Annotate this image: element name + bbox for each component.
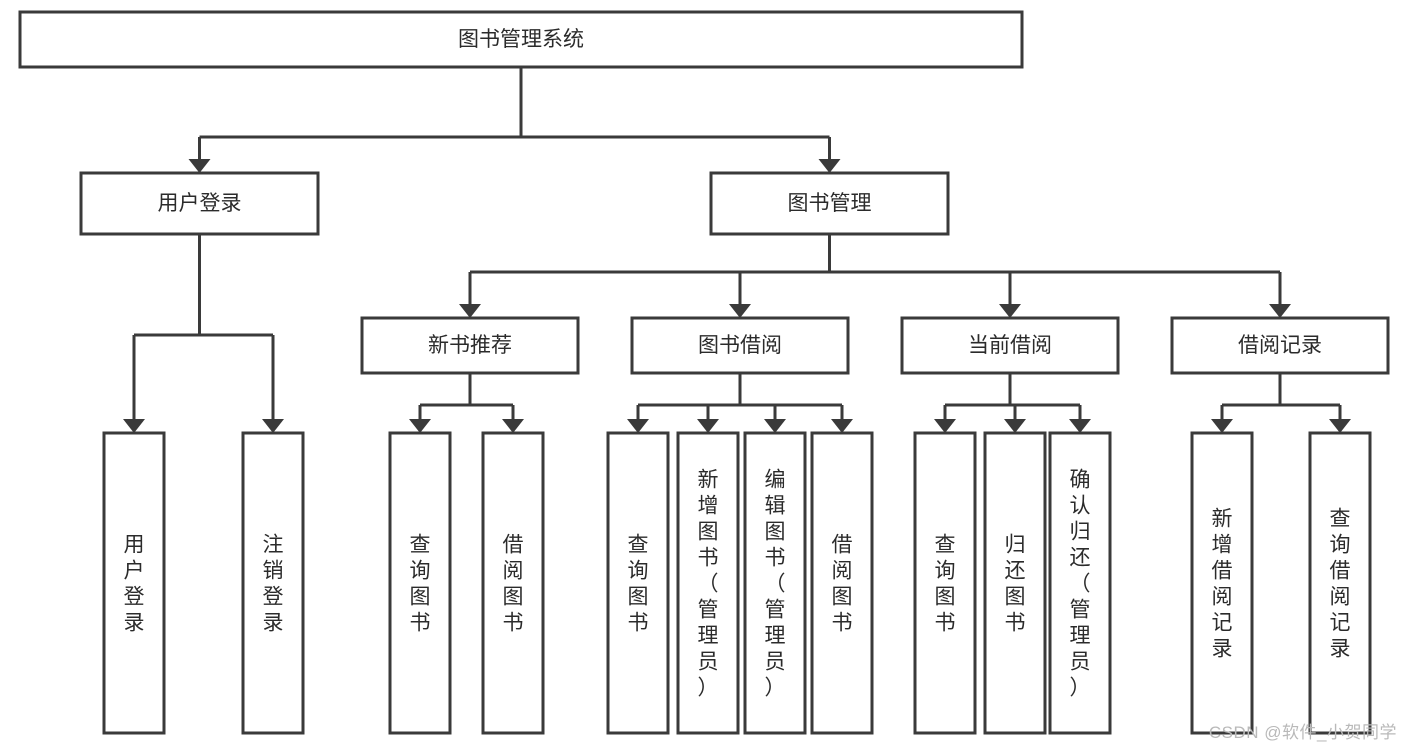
node-layer: 图书管理系统用户登录图书管理新书推荐图书借阅当前借阅借阅记录用户登录注销登录查询… [18,10,1390,735]
edge-arrow-icon [1004,419,1026,433]
edge-from-new-book-recommend [409,373,524,433]
node-label-book-borrow: 图书借阅 [698,334,782,357]
node-box-root[interactable] [18,10,1024,69]
node-box-leaf-edit-book[interactable] [743,431,807,735]
node-box-leaf-confirm-return[interactable] [1048,431,1112,735]
node-label-leaf-borrow-book-1: 借阅图书 [503,533,524,634]
node-new-book-recommend[interactable]: 新书推荐 [360,316,580,375]
edge-from-book-manage [459,234,1291,318]
node-box-book-manage[interactable] [709,171,950,236]
node-label-leaf-return-book: 归还图书 [1005,533,1026,634]
node-label-leaf-add-book: 新增图书（管理员） [698,468,719,699]
node-box-leaf-return-book[interactable] [983,431,1047,735]
node-box-leaf-query-book-2[interactable] [606,431,670,735]
node-leaf-borrow-book-1[interactable]: 借阅图书 [481,431,545,735]
node-box-leaf-query-book-3[interactable] [913,431,977,735]
node-box-leaf-borrow-book-2[interactable] [810,431,874,735]
edge-arrow-icon [697,419,719,433]
node-label-leaf-edit-book: 编辑图书（管理员） [765,468,786,699]
csdn-watermark: CSDN @软件_小贺同学 [1208,723,1397,742]
node-leaf-add-record[interactable]: 新增借阅记录 [1190,431,1254,735]
node-box-leaf-user-logout[interactable] [241,431,305,735]
edge-arrow-icon [999,304,1021,318]
node-label-book-manage: 图书管理 [788,192,872,215]
node-leaf-user-login[interactable]: 用户登录 [102,431,166,735]
connector-layer [123,67,1351,433]
node-box-book-borrow[interactable] [630,316,850,375]
edge-from-user-login [123,234,284,433]
node-leaf-query-book-1[interactable]: 查询图书 [388,431,452,735]
node-label-leaf-borrow-book-2: 借阅图书 [832,533,853,634]
node-box-leaf-add-record[interactable] [1190,431,1254,735]
edge-arrow-icon [764,419,786,433]
node-box-leaf-query-record[interactable] [1308,431,1372,735]
edge-arrow-icon [1329,419,1351,433]
node-box-current-borrow[interactable] [900,316,1120,375]
node-leaf-query-book-2[interactable]: 查询图书 [606,431,670,735]
edge-arrow-icon [729,304,751,318]
edge-arrow-icon [262,419,284,433]
edge-arrow-icon [1069,419,1091,433]
node-label-leaf-user-login: 用户登录 [124,533,145,634]
node-current-borrow[interactable]: 当前借阅 [900,316,1120,375]
node-label-leaf-query-book-3: 查询图书 [935,533,956,634]
edge-arrow-icon [831,419,853,433]
node-box-leaf-add-book[interactable] [676,431,740,735]
edge-arrow-icon [627,419,649,433]
node-box-leaf-user-login[interactable] [102,431,166,735]
node-leaf-confirm-return[interactable]: 确认归还（管理员） [1048,431,1112,735]
node-book-manage[interactable]: 图书管理 [709,171,950,236]
node-leaf-edit-book[interactable]: 编辑图书（管理员） [743,431,807,735]
edge-arrow-icon [1269,304,1291,318]
edge-from-borrow-record [1211,373,1351,433]
node-box-leaf-query-book-1[interactable] [388,431,452,735]
node-leaf-borrow-book-2[interactable]: 借阅图书 [810,431,874,735]
node-label-leaf-query-book-1: 查询图书 [410,533,431,634]
node-book-borrow[interactable]: 图书借阅 [630,316,850,375]
node-root[interactable]: 图书管理系统 [18,10,1024,69]
node-box-borrow-record[interactable] [1170,316,1390,375]
edge-arrow-icon [409,419,431,433]
edge-arrow-icon [188,159,211,173]
edge-from-root [188,67,841,173]
node-label-leaf-user-logout: 注销登录 [263,533,284,634]
node-leaf-query-record[interactable]: 查询借阅记录 [1308,431,1372,735]
edge-arrow-icon [934,419,956,433]
node-leaf-user-logout[interactable]: 注销登录 [241,431,305,735]
node-borrow-record[interactable]: 借阅记录 [1170,316,1390,375]
edge-arrow-icon [818,159,841,173]
node-label-leaf-confirm-return: 确认归还（管理员） [1070,468,1091,699]
node-label-borrow-record: 借阅记录 [1238,334,1322,357]
node-leaf-query-book-3[interactable]: 查询图书 [913,431,977,735]
edge-from-book-borrow [627,373,853,433]
node-box-leaf-borrow-book-1[interactable] [481,431,545,735]
node-label-leaf-add-record: 新增借阅记录 [1212,507,1233,660]
node-label-new-book-recommend: 新书推荐 [428,334,512,357]
node-label-user-login: 用户登录 [158,192,242,215]
edge-arrow-icon [123,419,145,433]
edge-arrow-icon [1211,419,1233,433]
edge-from-current-borrow [934,373,1091,433]
node-label-leaf-query-book-2: 查询图书 [628,533,649,634]
edge-arrow-icon [459,304,481,318]
node-label-current-borrow: 当前借阅 [968,334,1052,357]
node-user-login[interactable]: 用户登录 [79,171,320,236]
node-label-leaf-query-record: 查询借阅记录 [1330,507,1351,660]
node-box-new-book-recommend[interactable] [360,316,580,375]
node-label-root: 图书管理系统 [458,28,584,51]
node-leaf-return-book[interactable]: 归还图书 [983,431,1047,735]
node-box-user-login[interactable] [79,171,320,236]
edge-arrow-icon [502,419,524,433]
node-leaf-add-book[interactable]: 新增图书（管理员） [676,431,740,735]
